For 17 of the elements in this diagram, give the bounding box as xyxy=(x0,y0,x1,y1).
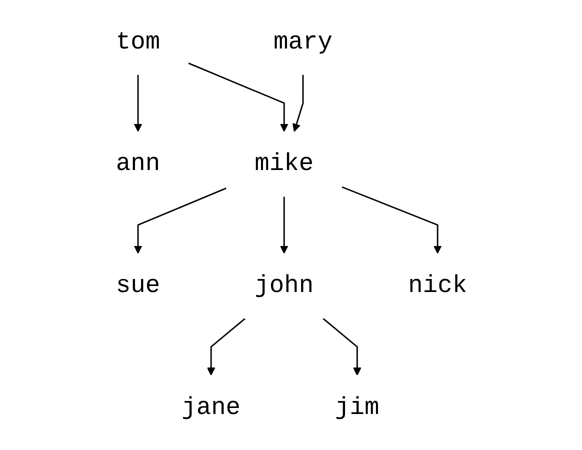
arrow xyxy=(133,74,142,132)
arrow xyxy=(322,318,361,376)
arrow xyxy=(133,188,226,254)
arrow xyxy=(188,62,288,132)
node-text: nick xyxy=(408,271,467,300)
node-text: john xyxy=(254,271,314,300)
node-text: sue xyxy=(115,271,160,300)
arrow xyxy=(292,74,304,132)
node-text: jane xyxy=(181,393,240,422)
arrow xyxy=(341,186,442,254)
node-text: tom xyxy=(115,28,160,56)
arrow xyxy=(206,318,245,376)
node-text: ann xyxy=(115,149,160,178)
arrow xyxy=(279,196,288,254)
node-text: mike xyxy=(254,149,314,178)
node-text: jim xyxy=(334,393,379,422)
node-text: mary xyxy=(273,28,332,56)
